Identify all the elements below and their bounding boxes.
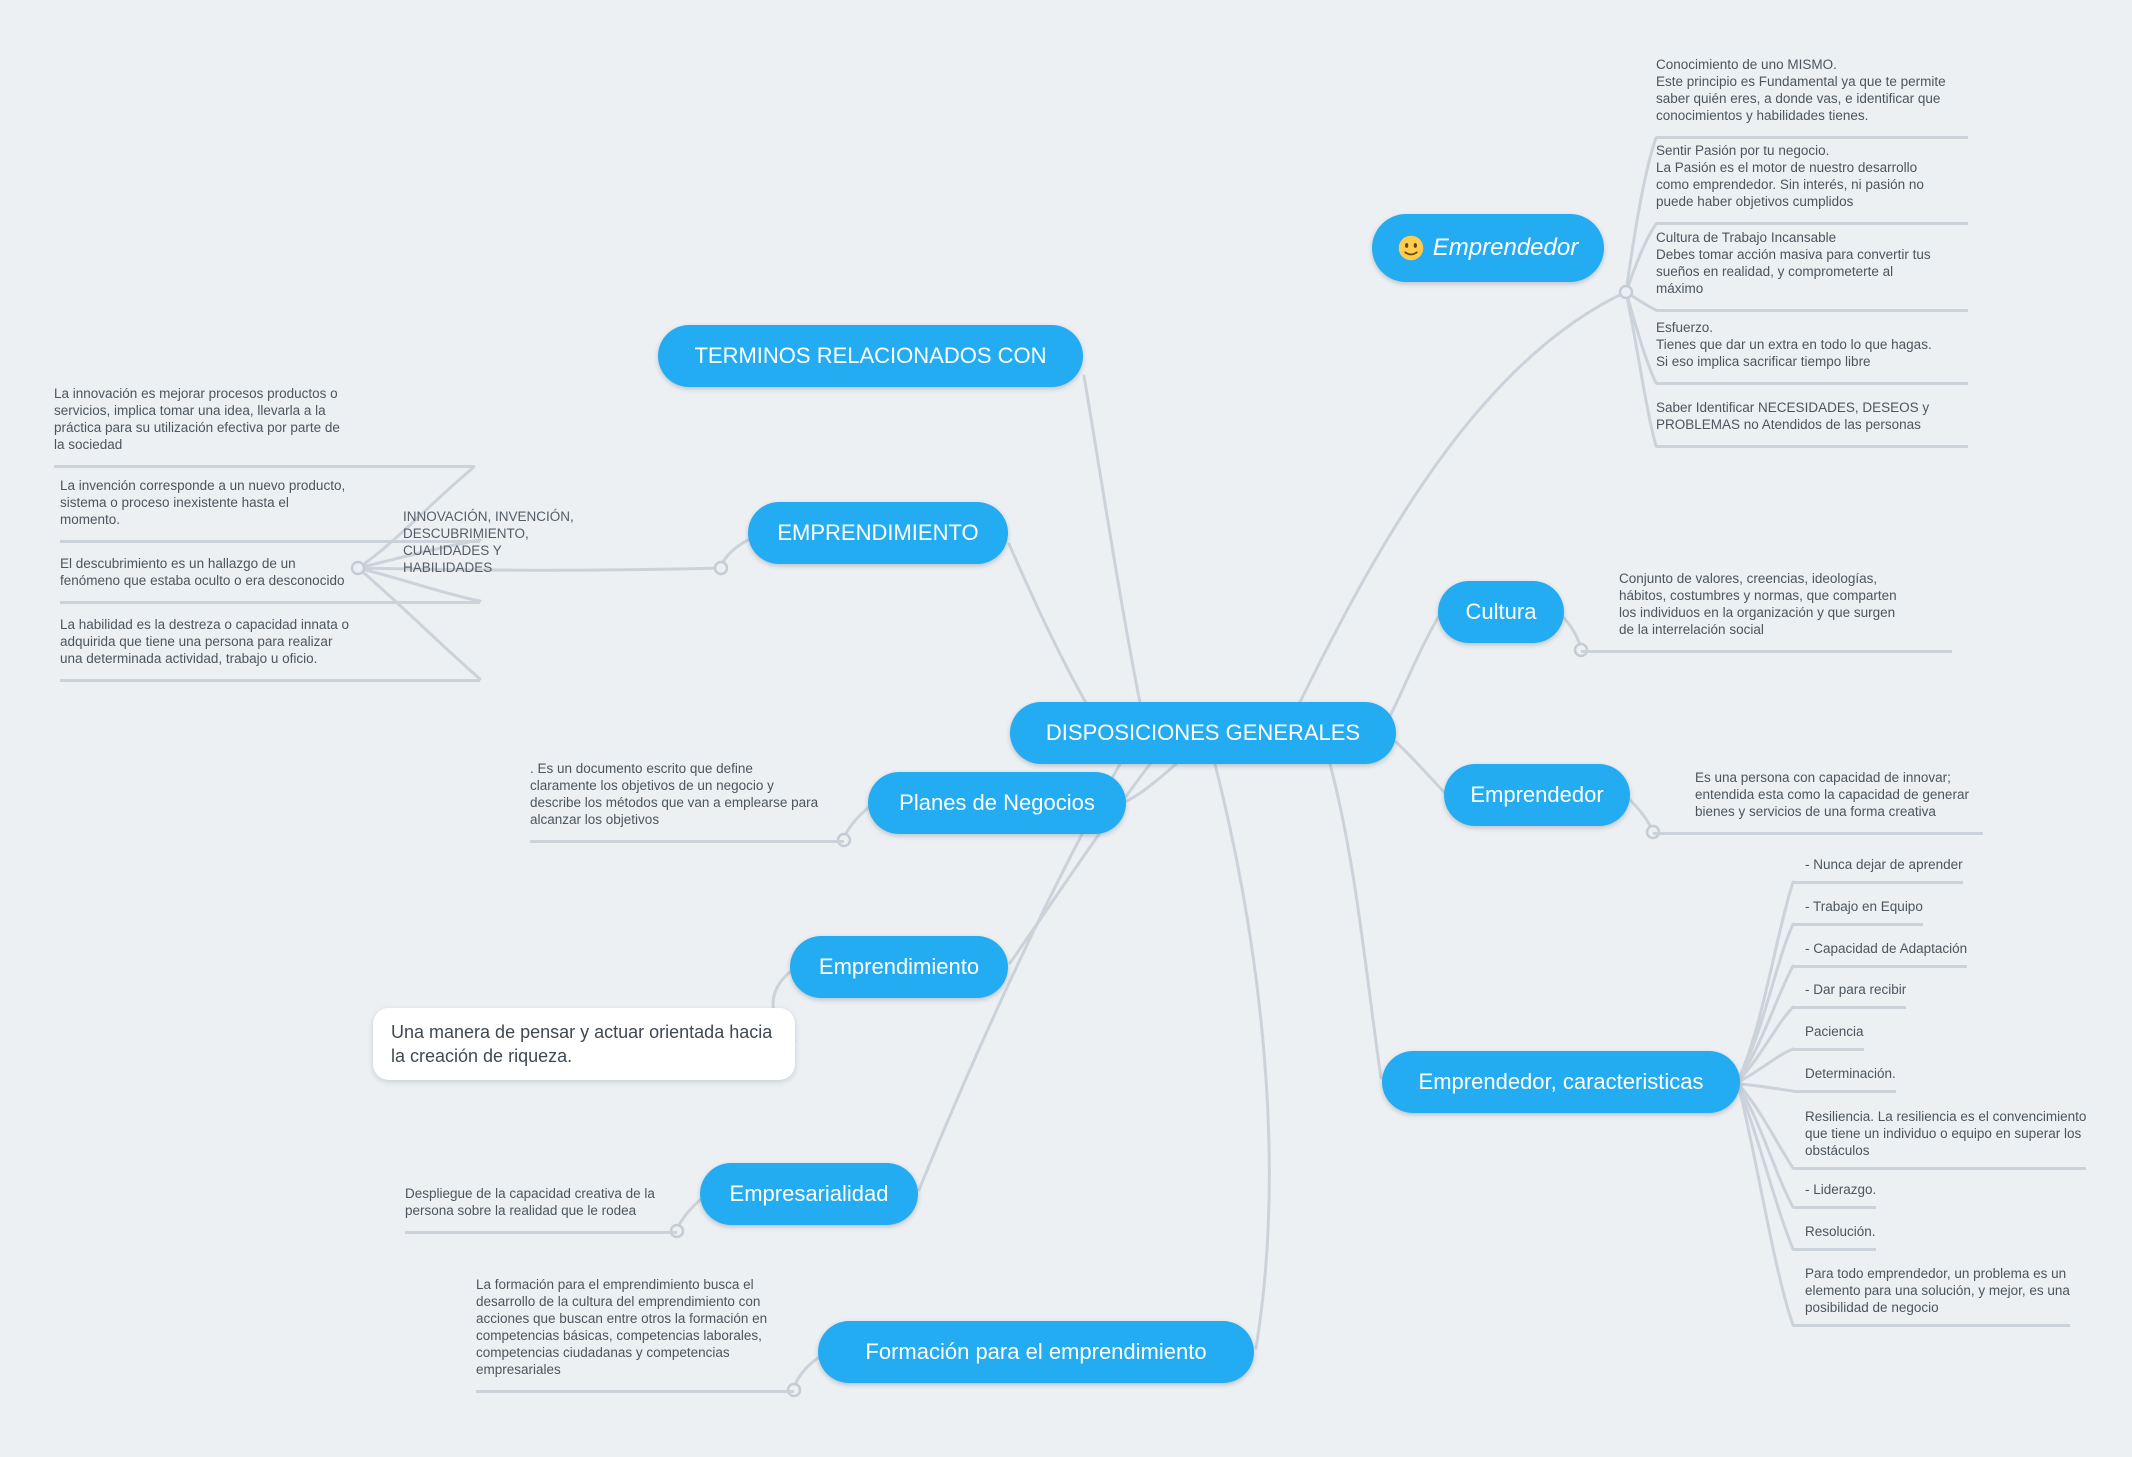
node-label: Emprendedor, caracteristicas <box>1418 1069 1704 1094</box>
node-label: DISPOSICIONES GENERALES <box>1045 720 1361 745</box>
node-label: Formación para el emprendimiento <box>865 1339 1207 1364</box>
node-emprendimiento[interactable]: Emprendimiento <box>790 936 1008 998</box>
leaf-adaptacion[interactable]: - Capacidad de Adaptación <box>1793 940 1968 968</box>
branch-label-innovacion[interactable]: INNOVACIÓN, INVENCIÓN, DESCUBRIMIENTO, C… <box>403 509 574 575</box>
leaf-trabajo-equipo[interactable]: - Trabajo en Equipo <box>1793 898 1923 926</box>
leaf-resiliencia[interactable]: Resiliencia. La resiliencia es el conven… <box>1793 1108 2087 1170</box>
node-formacion-emprendimiento[interactable]: Formación para el emprendimiento <box>818 1321 1254 1383</box>
branch-junctions <box>350 284 1661 1398</box>
node-label: EMPRENDIMIENTO <box>777 520 979 545</box>
node-label: Planes de Negocios <box>899 790 1095 815</box>
leaf-dar-recibir[interactable]: - Dar para recibir <box>1793 981 1907 1009</box>
leaf-planes-def[interactable]: . Es un documento escrito que define cla… <box>530 760 844 843</box>
leaf-cultura-trabajo[interactable]: Cultura de Trabajo Incansable Debes toma… <box>1656 229 1968 312</box>
leaf-cultura-def[interactable]: Conjunto de valores, creencias, ideologí… <box>1581 570 1952 653</box>
leaf-nunca-aprender[interactable]: - Nunca dejar de aprender <box>1793 856 1963 884</box>
leaf-determinacion[interactable]: Determinación. <box>1793 1065 1896 1093</box>
junction-emprendimiento-left[interactable] <box>350 560 366 576</box>
node-planes-de-negocios[interactable]: Planes de Negocios <box>868 772 1126 834</box>
leaf-descubrimiento[interactable]: El descubrimiento es un hallazgo de un f… <box>60 555 480 604</box>
node-disposiciones-generales[interactable]: DISPOSICIONES GENERALES <box>1010 702 1396 764</box>
leaf-resolucion[interactable]: Resolución. <box>1793 1223 1876 1251</box>
node-terminos-relacionados[interactable]: TERMINOS RELACIONADOS CON <box>658 325 1083 387</box>
leaf-formacion-def[interactable]: La formación para el emprendimiento busc… <box>476 1276 794 1393</box>
leaf-habilidad[interactable]: La habilidad es la destreza o capacidad … <box>60 616 480 682</box>
leaf-invencion[interactable]: La invención corresponde a un nuevo prod… <box>60 477 480 543</box>
leaf-emprendedor-def[interactable]: Es una persona con capacidad de innovar;… <box>1653 769 1983 835</box>
leaf-saber-identificar[interactable]: Saber Identificar NECESIDADES, DESEOS y … <box>1656 399 1968 448</box>
junction-emprendimiento-right[interactable] <box>713 560 729 576</box>
leaf-pasion[interactable]: Sentir Pasión por tu negocio. La Pasión … <box>1656 142 1968 225</box>
leaf-problema-negocio[interactable]: Para todo emprendedor, un problema es un… <box>1793 1265 2070 1327</box>
node-label: Emprendimiento <box>818 954 980 979</box>
node-empresarialidad[interactable]: Empresarialidad <box>700 1163 918 1225</box>
node-emprendedor-caracteristicas[interactable]: Emprendedor, caracteristicas <box>1382 1051 1740 1113</box>
leaf-esfuerzo[interactable]: Esfuerzo. Tienes que dar un extra en tod… <box>1656 319 1968 385</box>
leaf-conocimiento[interactable]: Conocimiento de uno MISMO. Este principi… <box>1656 56 1968 139</box>
node-emprendedor-top[interactable]: Emprendedor <box>1372 214 1604 282</box>
leaf-liderazgo[interactable]: - Liderazgo. <box>1793 1181 1877 1209</box>
node-emprendimiento-caps[interactable]: EMPRENDIMIENTO <box>748 502 1008 564</box>
junction-emprendedor-top[interactable] <box>1618 284 1634 300</box>
node-emprendedor[interactable]: Emprendedor <box>1444 764 1630 826</box>
leaf-innovacion[interactable]: La innovación es mejorar procesos produc… <box>54 385 474 468</box>
leaf-empresarialidad-def[interactable]: Despliegue de la capacidad creativa de l… <box>405 1185 677 1234</box>
text-node-manera-de-pensar[interactable]: Una manera de pensar y actuar orientada … <box>373 1008 795 1080</box>
node-label: TERMINOS RELACIONADOS CON <box>694 343 1047 368</box>
leaf-paciencia[interactable]: Paciencia <box>1793 1023 1864 1051</box>
node-label: Emprendedor <box>1432 234 1579 261</box>
smiley-icon <box>1398 235 1424 261</box>
node-label: Cultura <box>1465 599 1537 624</box>
node-label: Emprendedor <box>1470 782 1604 807</box>
node-label: Empresarialidad <box>729 1181 889 1206</box>
node-cultura[interactable]: Cultura <box>1438 581 1564 643</box>
